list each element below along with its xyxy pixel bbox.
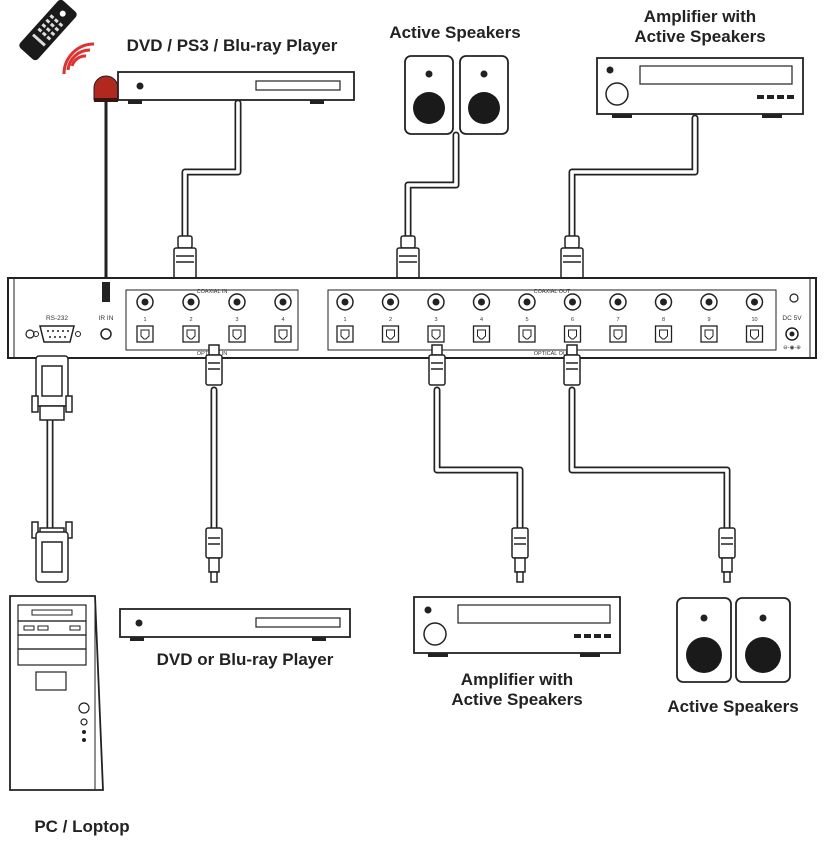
optical-out-label: OPTICAL OUT (534, 351, 571, 357)
ir-in-jack (100, 328, 112, 340)
output-port-label: 2 (389, 317, 392, 323)
amp-top-label-line1: Amplifier with (644, 7, 756, 26)
input-port-label: 4 (281, 317, 284, 323)
output-port-label: 7 (616, 317, 619, 323)
output-port-1: 1 (336, 293, 354, 343)
amp-optical-cable (433, 386, 524, 534)
speakers-coax-cable (404, 131, 460, 244)
output-port-10: 10 (745, 293, 764, 343)
speaker-icon-bottom (676, 597, 791, 683)
amplifier-bottom (413, 596, 621, 657)
output-ports: 1 2 3 4 5 6 7 8 9 10 (336, 293, 764, 343)
output-port-label: 4 (480, 317, 483, 323)
amp-top-label-line2: Active Speakers (634, 27, 765, 46)
input-port-label: 2 (189, 317, 192, 323)
output-port-label: 3 (434, 317, 437, 323)
db9-connector-icon (33, 325, 81, 343)
input-ports: 1 2 3 4 (136, 293, 292, 343)
dvd-top-label: DVD / PS3 / Blu-ray Player (127, 36, 338, 55)
output-port-label: 9 (707, 317, 710, 323)
ir-sensor-icon (93, 75, 119, 102)
svg-text:⊖-◉-⊕: ⊖-◉-⊕ (783, 345, 801, 351)
toslink-plug-icon (205, 344, 736, 583)
dc-label: DC 5V (782, 315, 802, 322)
output-port-label: 1 (343, 317, 346, 323)
ir-signal-waves (62, 42, 95, 75)
input-port-1: 1 (136, 293, 154, 343)
db9-cable-connectors (31, 355, 73, 583)
speakers-optical-cable (568, 386, 731, 534)
output-port-label: 10 (751, 317, 757, 323)
active-speakers-bottom-label: Active Speakers (667, 697, 798, 716)
output-port-5: 5 (518, 293, 536, 343)
output-port-label: 8 (662, 317, 665, 323)
dvd-bottom-label: DVD or Blu-ray Player (157, 650, 334, 669)
pc-tower-icon (9, 595, 104, 791)
remote-control-icon (19, 0, 77, 61)
speaker-icon (404, 55, 509, 135)
ir-in-label: IR IN (99, 315, 114, 322)
dvd-player-bottom (119, 608, 351, 641)
switch-rear-panel: RS-232 IR IN COAXIAL IN OPTICAL IN COAXI… (7, 277, 817, 359)
active-speakers-top-label: Active Speakers (389, 23, 520, 42)
coaxial-out-label: COAXIAL OUT (534, 289, 571, 295)
output-port-9: 9 (700, 293, 718, 343)
cables (46, 99, 731, 534)
input-port-4: 4 (274, 293, 292, 343)
amp-coax-cable (568, 114, 699, 244)
input-port-label: 1 (143, 317, 146, 323)
rs232-label: RS-232 (46, 315, 68, 322)
output-port-7: 7 (609, 293, 627, 343)
output-port-8: 8 (654, 293, 673, 343)
output-port-6: 6 (563, 293, 582, 343)
output-port-label: 5 (525, 317, 528, 323)
output-port-2: 2 (381, 293, 400, 343)
input-port-label: 3 (235, 317, 238, 323)
amp-bottom-label-line1: Amplifier with (461, 670, 573, 689)
pc-label: PC / Loptop (34, 817, 129, 836)
dvd-player-top (117, 71, 355, 104)
amplifier-top (596, 57, 804, 118)
input-port-3: 3 (228, 293, 246, 343)
coaxial-in-label: COAXIAL IN (197, 289, 228, 295)
output-port-3: 3 (427, 293, 445, 343)
input-port-2: 2 (182, 293, 200, 343)
amp-bottom-label-line2: Active Speakers (451, 690, 582, 709)
output-port-label: 6 (571, 317, 574, 323)
output-port-4: 4 (472, 293, 491, 343)
